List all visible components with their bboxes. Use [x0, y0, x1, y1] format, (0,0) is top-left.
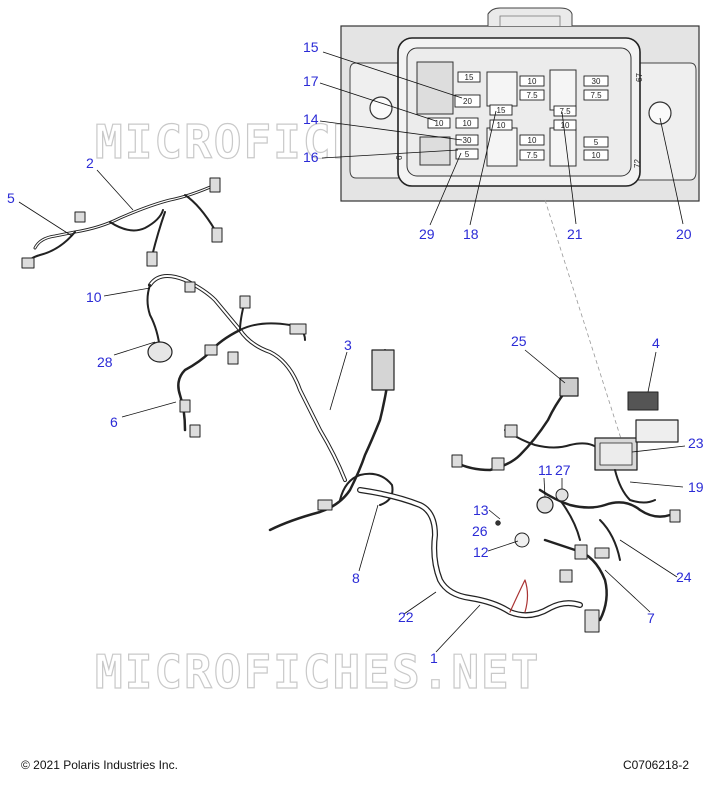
fuse: 10: [519, 75, 545, 87]
fuse: 10: [455, 117, 479, 129]
svg-text:20: 20: [463, 97, 472, 106]
callout-13: 13: [473, 502, 489, 518]
callout-27: 27: [555, 462, 571, 478]
fuse: 30: [455, 134, 479, 146]
relay-socket: [486, 71, 518, 107]
callout-1: 1: [430, 650, 438, 666]
relay-socket: [486, 127, 518, 167]
svg-text:30: 30: [463, 136, 472, 145]
copyright-text: © 2021 Polaris Industries Inc.: [21, 758, 178, 772]
fuse: 7.5: [553, 105, 577, 117]
box-mark: 6: [395, 155, 404, 160]
svg-text:10: 10: [435, 119, 444, 128]
callout-18: 18: [463, 226, 479, 242]
callout-15: 15: [303, 39, 319, 55]
fuse: 30: [583, 75, 609, 87]
callout-3: 3: [344, 337, 352, 353]
svg-text:7.5: 7.5: [559, 107, 571, 116]
callout-11: 11: [538, 462, 553, 478]
callout-2: 2: [86, 155, 94, 171]
harness-artwork: [21, 177, 681, 633]
svg-text:10: 10: [592, 151, 601, 160]
fuse: 15: [489, 104, 513, 116]
watermark-bottom: MICROFICHES.NET: [95, 645, 540, 699]
fuse-box-inset: 20 15 10 10 30 5 15 10 7.5 10 7.5 30 7.5…: [303, 7, 700, 242]
svg-text:5: 5: [594, 138, 599, 147]
callout-19: 19: [688, 479, 704, 495]
fuse: 10: [583, 149, 609, 161]
callout-20: 20: [676, 226, 692, 242]
fuse: 5: [455, 148, 479, 160]
fuse: 10: [427, 117, 451, 129]
callout-8: 8: [352, 570, 360, 586]
callout-14: 14: [303, 111, 319, 127]
callout-12: 12: [473, 544, 489, 560]
svg-text:10: 10: [561, 121, 570, 130]
box-mark: 72: [633, 159, 642, 168]
callout-17: 17: [303, 73, 319, 89]
svg-text:15: 15: [465, 73, 474, 82]
svg-text:10: 10: [497, 121, 506, 130]
callout-16: 16: [303, 149, 319, 165]
callout-23: 23: [688, 435, 704, 451]
svg-text:10: 10: [528, 136, 537, 145]
fuse: 10: [553, 119, 577, 131]
callout-21: 21: [567, 226, 583, 242]
detail-dash-line: [544, 199, 624, 446]
figure-id: C0706218-2: [622, 758, 689, 772]
fuse: 7.5: [519, 89, 545, 101]
callout-5: 5: [7, 190, 15, 206]
svg-text:7.5: 7.5: [590, 91, 602, 100]
relay-socket: [416, 61, 454, 115]
callout-26: 26: [472, 523, 488, 539]
mount-hole-right: [648, 101, 672, 125]
callout-29: 29: [419, 226, 435, 242]
fuse: 10: [489, 119, 513, 131]
box-mark: 67: [635, 73, 644, 82]
callout-25: 25: [511, 333, 527, 349]
svg-text:10: 10: [463, 119, 472, 128]
fuse: 7.5: [519, 149, 545, 161]
svg-text:10: 10: [528, 77, 537, 86]
svg-text:30: 30: [592, 77, 601, 86]
svg-text:7.5: 7.5: [526, 151, 538, 160]
svg-text:15: 15: [497, 106, 506, 115]
mount-hole-left: [369, 96, 393, 120]
fuse: 5: [583, 136, 609, 148]
relay-socket: [549, 127, 577, 167]
svg-text:5: 5: [465, 150, 470, 159]
svg-text:7.5: 7.5: [526, 91, 538, 100]
callout-28: 28: [97, 354, 113, 370]
leader-lines: [319, 51, 684, 226]
fuse: 7.5: [583, 89, 609, 101]
callout-22: 22: [398, 609, 414, 625]
callout-leaders: [18, 169, 686, 653]
callout-7: 7: [647, 610, 655, 626]
callout-6: 6: [110, 414, 118, 430]
callout-10: 10: [86, 289, 102, 305]
fuse: 15: [457, 71, 481, 83]
callout-24: 24: [676, 569, 692, 585]
callout-4: 4: [652, 335, 660, 351]
relay-socket: [549, 69, 577, 111]
fuse: 10: [519, 134, 545, 146]
